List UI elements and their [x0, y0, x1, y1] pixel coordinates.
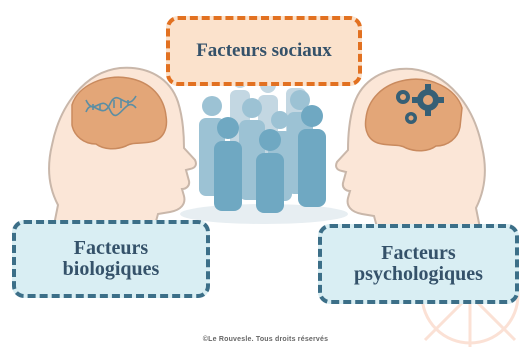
psychological-factors-box: Facteurs psychologiques	[318, 224, 519, 304]
psychological-factors-label-line1: Facteurs	[381, 242, 456, 264]
copyright-notice: ©Le Rouvesle. Tous droits réservés	[202, 336, 329, 343]
right-head-profile	[335, 67, 486, 250]
biological-factors-label-line2: biologiques	[62, 258, 160, 280]
people-group-icon	[199, 70, 326, 213]
dna-icon	[85, 95, 137, 117]
biological-factors-box: Facteurs biologiques	[12, 220, 210, 298]
social-factors-label: Facteurs sociaux	[196, 40, 332, 62]
biological-factors-label-line1: Facteurs	[73, 237, 149, 259]
gears-icon	[396, 84, 444, 124]
psychological-factors-label-line2: psychologiques	[354, 263, 483, 285]
social-factors-box: Facteurs sociaux	[166, 16, 362, 86]
left-head-profile	[48, 66, 197, 247]
